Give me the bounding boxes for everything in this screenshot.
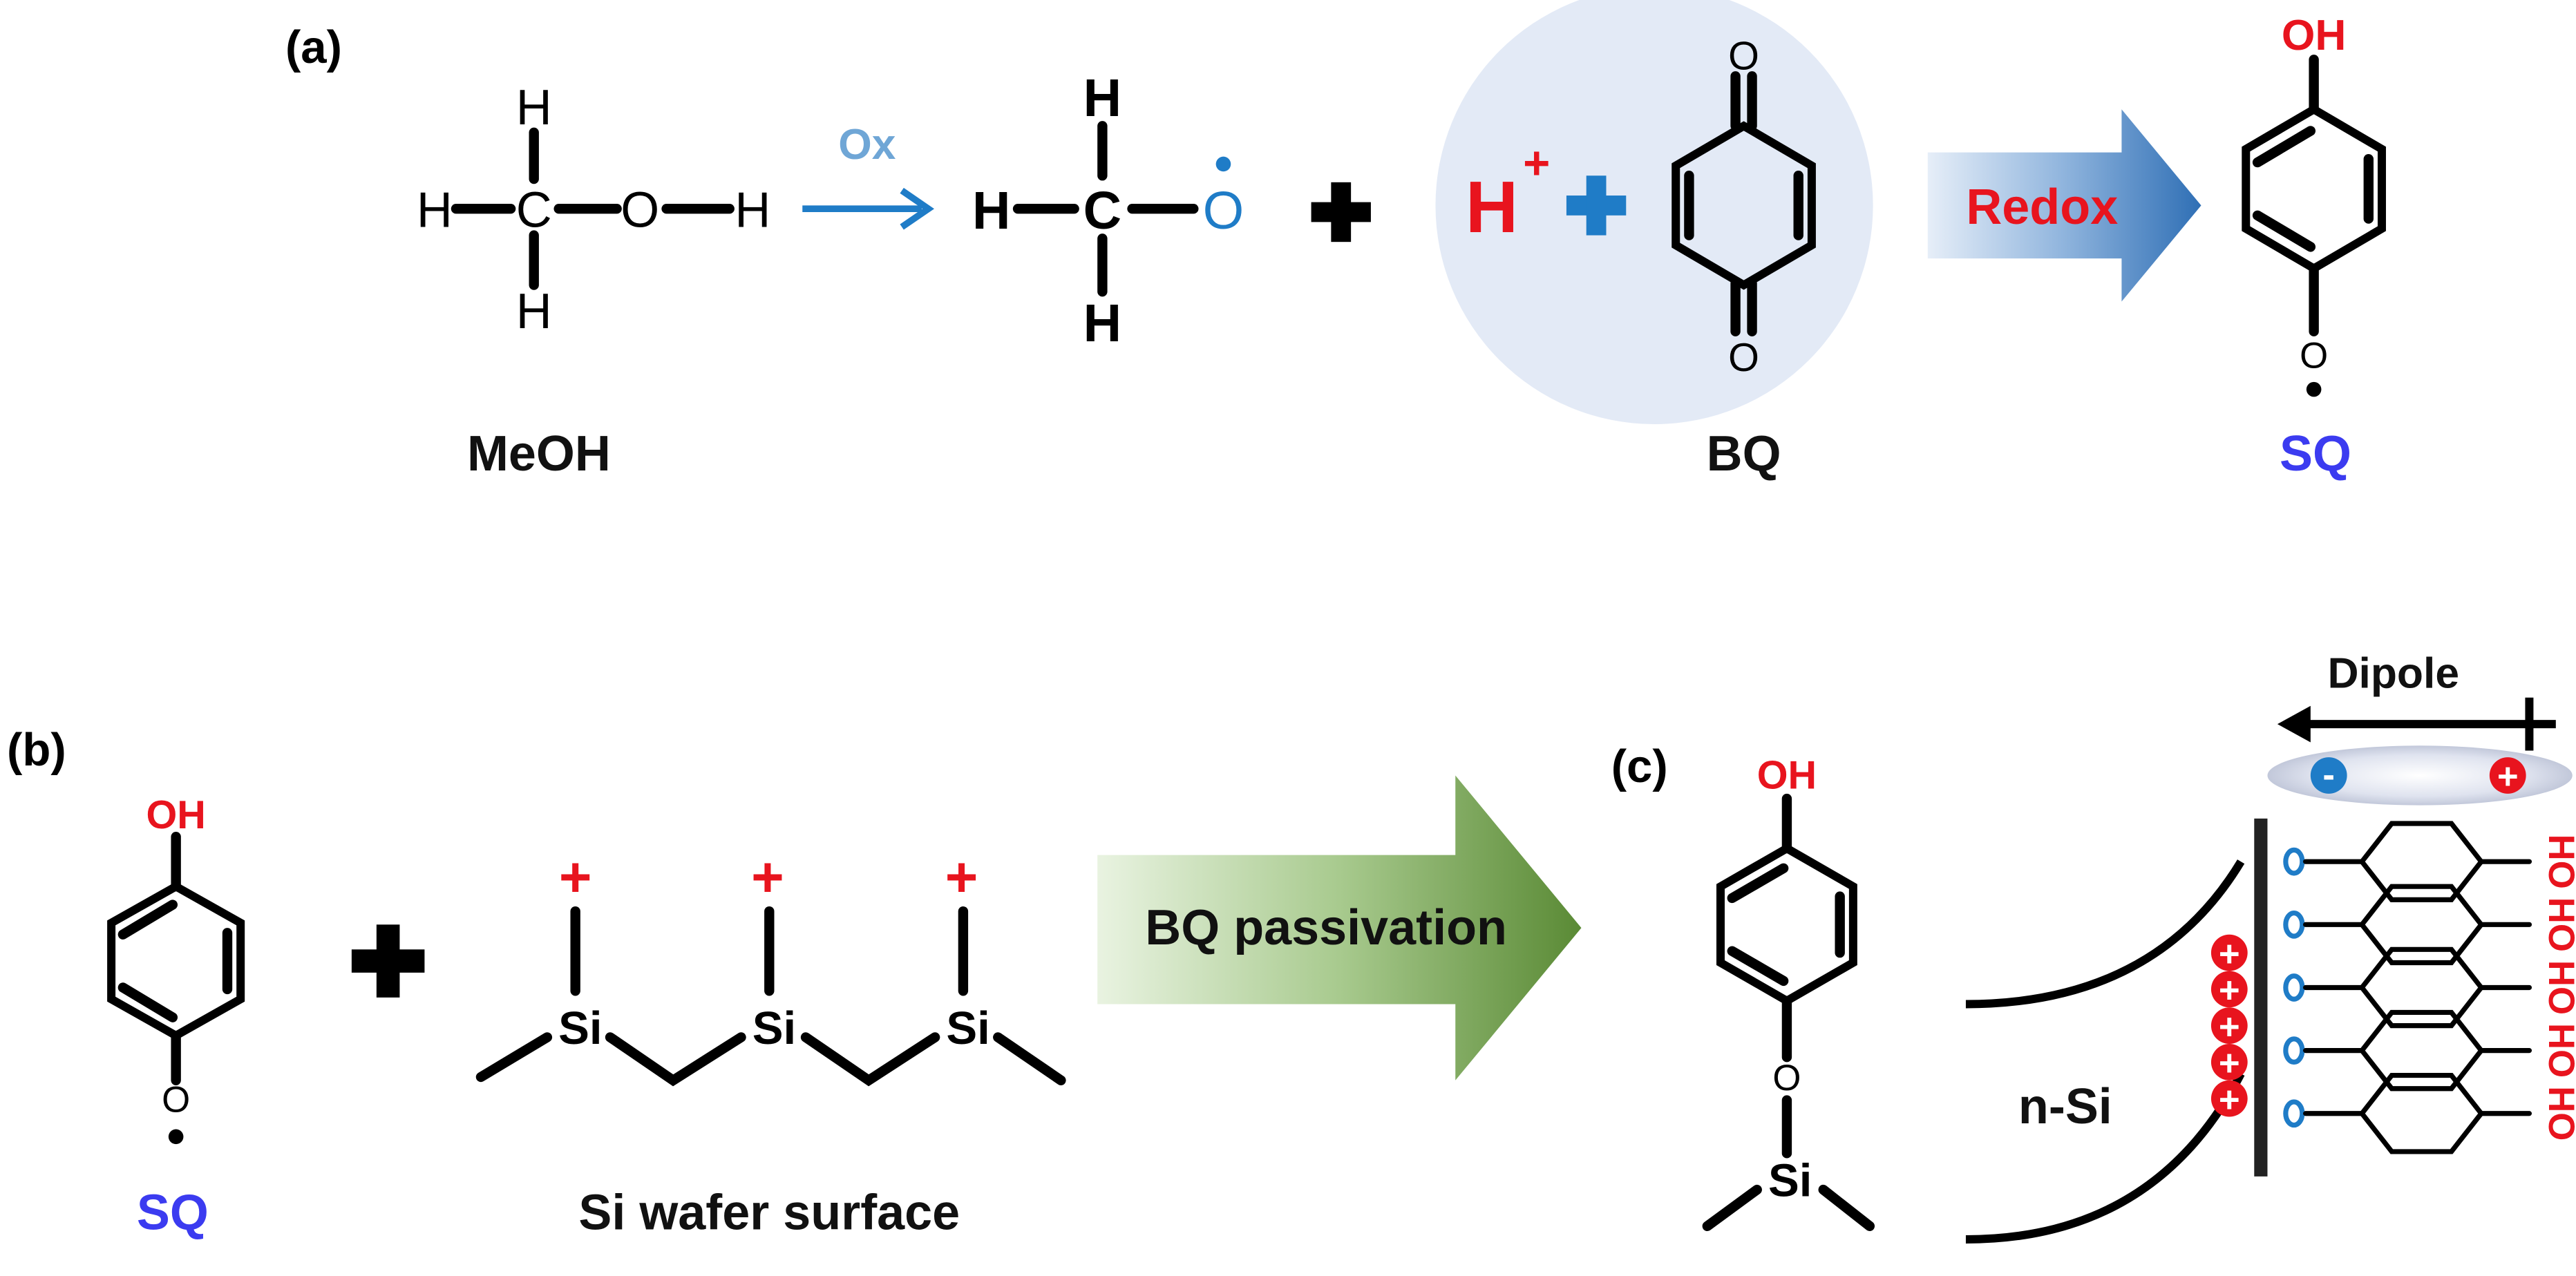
nsi-label: n-Si [2018, 1079, 2112, 1134]
hydroxyl-label: OH [1757, 754, 1817, 798]
atom-o: O [1728, 35, 1759, 79]
atom-h: H [972, 182, 1010, 240]
ox-label: Ox [838, 121, 896, 169]
atom-o: O [621, 183, 659, 238]
hydroxyl-label-rotated: HO [2541, 1023, 2576, 1078]
hydroxyl-label: OH [146, 793, 205, 837]
molecule-row [2283, 1009, 2532, 1092]
bq-label: BQ [1707, 426, 1781, 482]
atom-o: O [1728, 336, 1759, 380]
charge-plus: + [2219, 970, 2240, 1011]
atom-h: H [1083, 294, 1121, 353]
semiquinone-structure: OH O [2242, 12, 2386, 397]
atom-h: H [516, 284, 552, 339]
hydroxyl-column: HO HO HO HO HO [2541, 835, 2576, 1141]
charge-plus: + [2219, 1079, 2240, 1120]
atom-o: O [2300, 335, 2328, 376]
benzoquinone-structure: O O [1671, 35, 1816, 380]
positive-charge-stack: + + + + + [2210, 933, 2248, 1120]
si-wafer-surface-structure: + + + Si Si Si [475, 846, 1066, 1087]
redox-arrow [1927, 109, 2201, 302]
sq-label: SQ [2280, 426, 2351, 482]
atom-si: Si [1768, 1155, 1812, 1207]
surface-charge-plus: + [559, 846, 592, 909]
hydroxyl-label-rotated: HO [2541, 835, 2576, 889]
panel-label-a: (a) [285, 21, 342, 73]
negative-pole-symbol: - [2322, 754, 2335, 795]
band-bending-curve [1965, 859, 2245, 1009]
radical-dot [2306, 381, 2322, 397]
atom-si: Si [752, 1002, 796, 1054]
atom-c: C [1083, 182, 1121, 240]
positive-pole-icon [2489, 757, 2526, 794]
sq-label: SQ [137, 1185, 209, 1241]
surface-charge-plus: + [945, 846, 978, 909]
atom-h: H [1083, 69, 1121, 128]
atom-si: Si [558, 1002, 602, 1054]
atom-h: H [735, 183, 770, 238]
bq-passivation-label: BQ passivation [1145, 900, 1507, 955]
atom-o-radical: O [1203, 182, 1244, 240]
positive-pole-symbol: + [2497, 756, 2519, 797]
molecule-row [2283, 946, 2532, 1029]
meoh-label: MeOH [467, 426, 611, 482]
hydroxyl-label-rotated: HO [2541, 960, 2576, 1015]
atom-o: O [162, 1079, 190, 1120]
dipole-arrow [2277, 697, 2556, 751]
atom-o: O [1772, 1058, 1801, 1098]
charge-plus: + [2219, 1007, 2240, 1047]
band-bending-curve [1965, 1072, 2245, 1244]
atom-c: C [516, 183, 552, 238]
redox-label: Redox [1966, 180, 2118, 235]
semiquinone-structure: OH O [107, 793, 245, 1145]
wafer-label: Si wafer surface [578, 1185, 960, 1241]
radical-dot [168, 1129, 184, 1145]
bq-highlight-circle [1435, 0, 1873, 424]
panel-label-c: (c) [1611, 741, 1668, 792]
charge-plus: + [2219, 933, 2240, 974]
bq-passivation-arrow [1097, 775, 1582, 1080]
atom-si: Si [946, 1002, 989, 1054]
charge-plus: + [2219, 1043, 2240, 1084]
molecule-row [2283, 821, 2532, 902]
negative-pole-icon [2310, 757, 2347, 794]
hydroxyl-label-rotated: HO [2541, 1086, 2576, 1141]
atom-h: H [516, 80, 552, 135]
atom-h: H [417, 183, 453, 238]
plus-sign [351, 924, 425, 998]
surface-charge-plus: + [751, 846, 784, 909]
methanol-structure: H H C O H H [417, 80, 770, 339]
dipole-ellipse [2267, 745, 2573, 806]
plus-sign [1311, 182, 1371, 242]
methoxy-radical-structure: H H C O H [972, 69, 1244, 353]
blue-plus-sign [1566, 175, 1627, 236]
proton-symbol: H [1466, 166, 1518, 248]
hydroxyl-label-rotated: HO [2541, 897, 2576, 952]
radical-dot [1215, 156, 1231, 172]
molecule-row [2283, 1072, 2532, 1154]
dipole-label: Dipole [2327, 649, 2459, 697]
ox-arrow [802, 187, 935, 230]
molecule-row [2283, 884, 2532, 966]
proton-charge: + [1523, 137, 1550, 189]
panel-label-b: (b) [7, 724, 66, 776]
hydroxyl-label: OH [2282, 12, 2347, 59]
silicon-surface-bar [2254, 818, 2268, 1177]
bonded-semiquinone-structure: OH O Si [1702, 754, 1875, 1232]
stacked-molecules [2283, 821, 2532, 1154]
